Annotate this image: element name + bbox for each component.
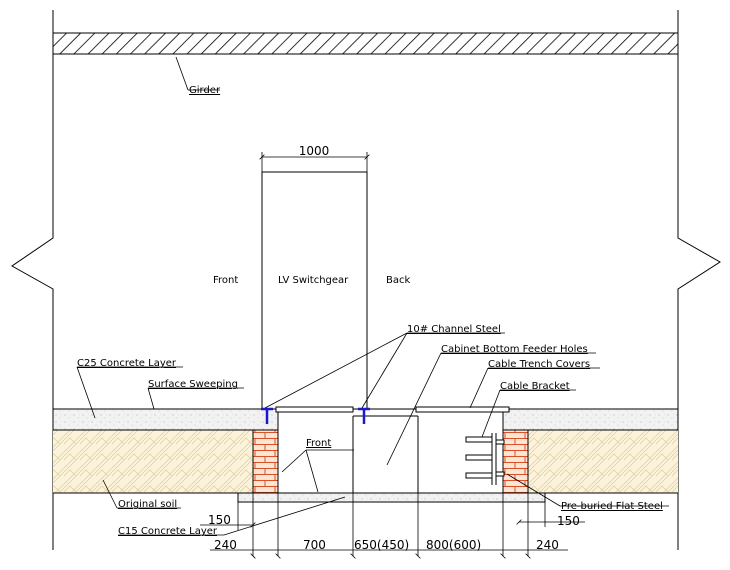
switchgear-label: LV Switchgear: [278, 275, 349, 286]
girder: Girder: [52, 32, 679, 96]
original-soil: [53, 429, 678, 494]
cable-trench: [252, 410, 529, 494]
back-label: Back: [386, 275, 410, 286]
channel-steel-label: 10# Channel Steel: [407, 324, 501, 335]
cabinet-width-text: 1000: [299, 144, 330, 158]
dim-wall-left: 240: [214, 538, 237, 552]
surface-sweeping-label: Surface Sweeping: [148, 379, 238, 390]
channel-steel: [261, 407, 370, 424]
cable-bracket: [465, 433, 505, 485]
c15-left-offset-text: 150: [208, 513, 231, 527]
dim-trench-mid: 650(450): [354, 538, 409, 552]
flat-steel-label: Pre-buried Flat Steel: [561, 501, 663, 512]
c15-right-offset-text: 150: [557, 514, 580, 528]
c25-layer-label: C25 Concrete Layer: [77, 358, 177, 369]
label-leaders: [76, 332, 669, 536]
dim-trench-back: 800(600): [426, 538, 481, 552]
switchgear-cabinet: LV Switchgear: [261, 171, 368, 411]
girder-label: Girder: [189, 85, 221, 96]
cabinet-width-dimension: 1000: [259, 144, 370, 172]
c15-offset-dimensions: 150 150: [200, 502, 585, 530]
original-soil-label: Original soil: [118, 499, 177, 510]
dim-trench-front: 700: [303, 538, 326, 552]
feeder-holes-label: Cabinet Bottom Feeder Holes: [441, 344, 588, 355]
frame-walls: [11, 10, 721, 550]
c15-concrete-layer: [237, 492, 546, 503]
cable-bracket-label: Cable Bracket: [500, 381, 570, 392]
trench-front-label: Front: [306, 438, 331, 449]
trench-covers-label: Cable Trench Covers: [488, 359, 590, 370]
front-label: Front: [213, 275, 238, 286]
c15-layer-label: C15 Concrete Layer: [118, 526, 218, 537]
cable-trench-covers: [275, 406, 510, 413]
bottom-dimension-chain: 240 700 650(450) 800(600) 240: [210, 493, 568, 559]
dim-wall-right: 240: [536, 538, 559, 552]
